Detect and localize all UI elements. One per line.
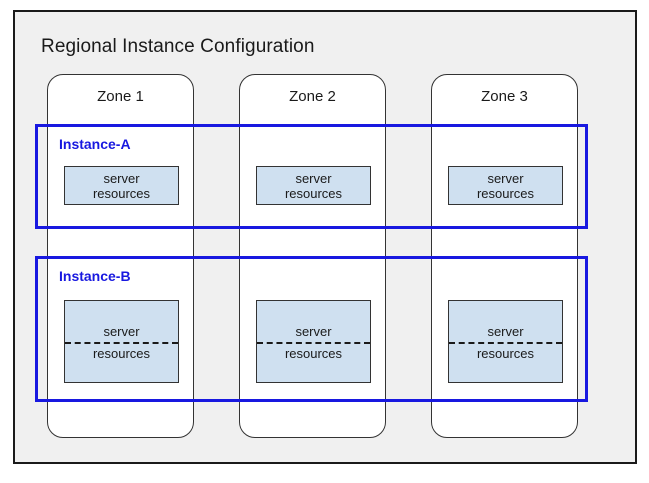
zone-label-3: Zone 3 [481, 88, 528, 105]
server-resources-box-a1[interactable]: server resources [64, 166, 179, 205]
server-resources-line1: server [103, 170, 140, 186]
server-resources-box-b2[interactable]: server resources [256, 300, 371, 383]
instance-label-b: Instance-B [59, 268, 131, 284]
dashed-divider-icon [257, 341, 370, 344]
dashed-divider-icon [449, 341, 562, 344]
dashed-divider-icon [65, 341, 178, 344]
page-title: Regional Instance Configuration [41, 36, 315, 57]
server-resources-box-a2[interactable]: server resources [256, 166, 371, 205]
server-resources-line2: resources [284, 345, 343, 361]
server-resources-upper-half: server [65, 301, 178, 342]
server-resources-lower-half: resources [65, 342, 178, 383]
server-resources-lower-half: resources [449, 342, 562, 383]
instance-label-a: Instance-A [59, 136, 131, 152]
server-resources-line2: resources [92, 345, 151, 361]
server-resources-box-a3[interactable]: server resources [448, 166, 563, 205]
server-resources-box-b1[interactable]: server resources [64, 300, 179, 383]
zone-label-2: Zone 2 [289, 88, 336, 105]
server-resources-line2: resources [92, 185, 151, 201]
server-resources-line1: server [487, 323, 524, 339]
server-resources-lower-half: resources [257, 342, 370, 383]
instance-band-a[interactable]: Instance-A [35, 124, 588, 229]
server-resources-line1: server [295, 323, 332, 339]
server-resources-line1: server [103, 323, 140, 339]
server-resources-line2: resources [284, 185, 343, 201]
instance-band-b[interactable]: Instance-B [35, 256, 588, 402]
server-resources-upper-half: server [449, 301, 562, 342]
server-resources-box-b3[interactable]: server resources [448, 300, 563, 383]
server-resources-line2: resources [476, 345, 535, 361]
zone-label-1: Zone 1 [97, 88, 144, 105]
server-resources-line1: server [295, 170, 332, 186]
server-resources-upper-half: server [257, 301, 370, 342]
server-resources-line1: server [487, 170, 524, 186]
server-resources-line2: resources [476, 185, 535, 201]
